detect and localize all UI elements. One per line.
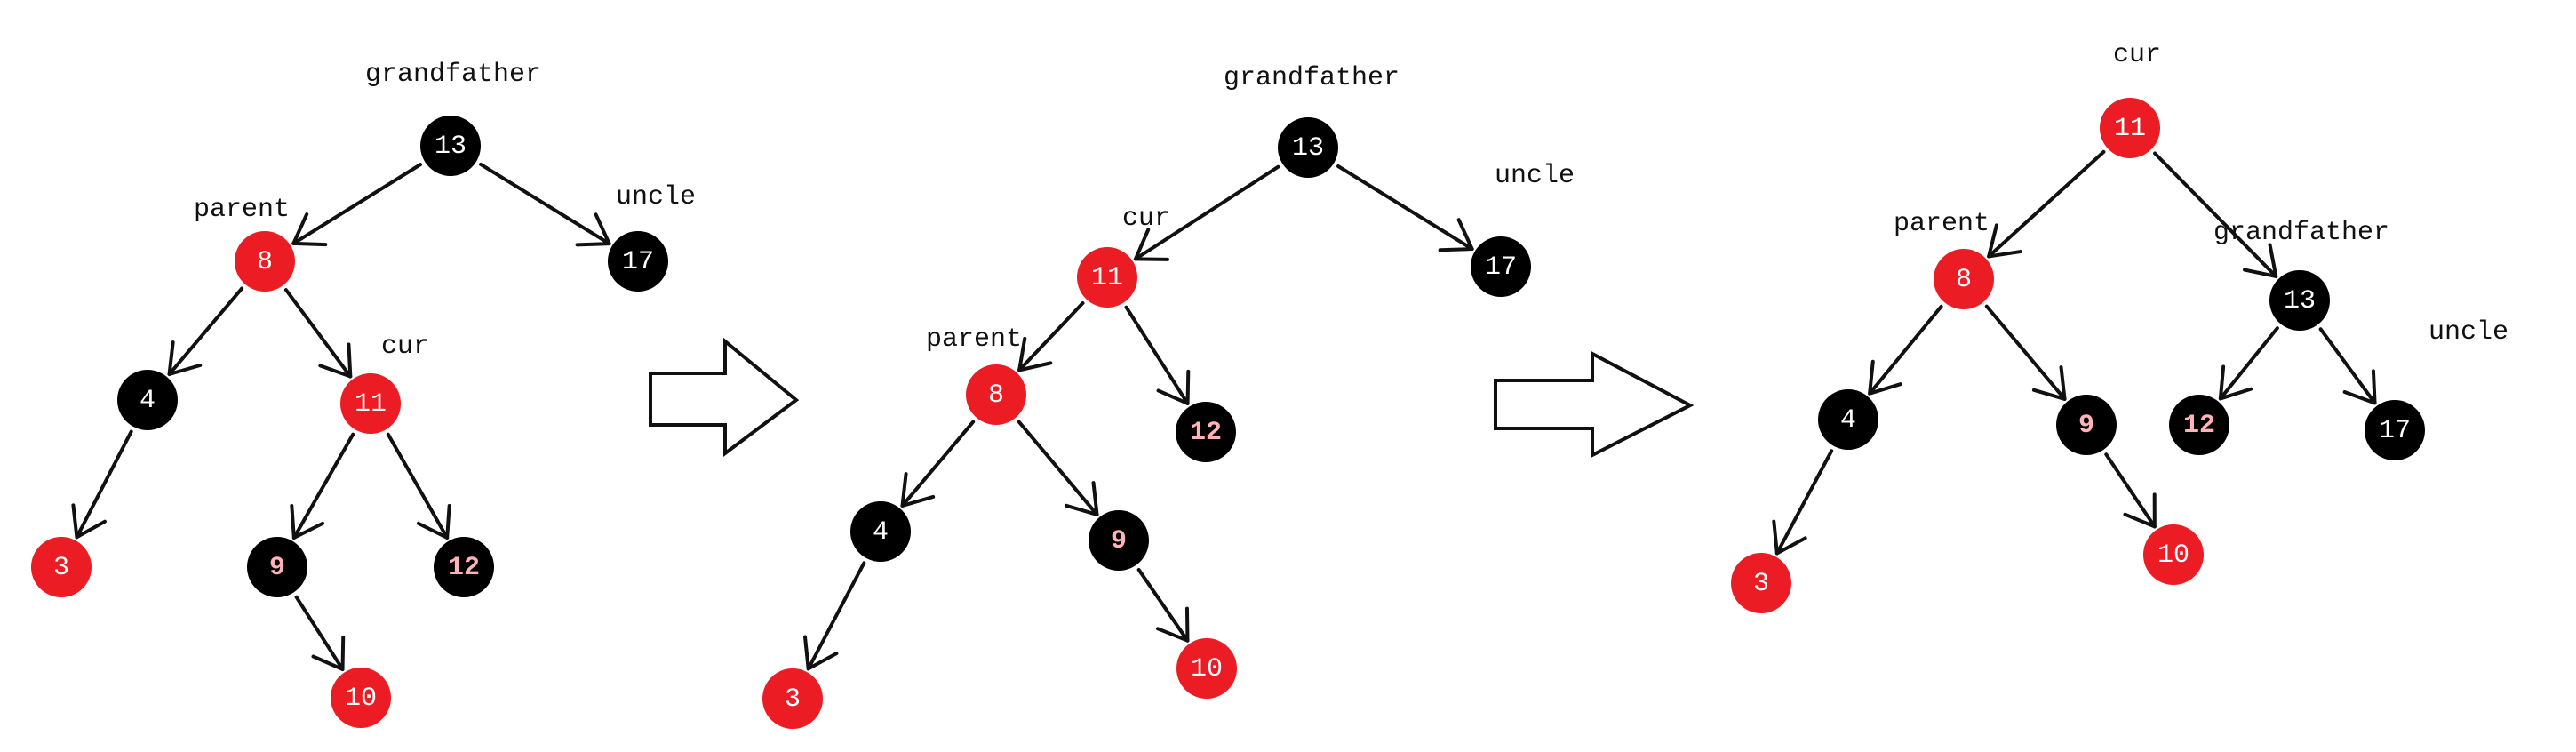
node-after-right-rotate-12: 12 [2169, 395, 2229, 455]
edge-after-right-rotate-n8-n4 [1868, 304, 1943, 396]
edge-after-right-rotate-n9-n10 [2104, 452, 2157, 529]
node-before-10: 10 [331, 668, 391, 728]
node-value: 17 [1485, 252, 1517, 283]
edge-before-n13-n17 [479, 162, 611, 247]
node-value: 9 [2078, 411, 2094, 441]
edge-after-right-rotate-n8-n9 [1984, 304, 2067, 401]
node-value: 3 [785, 684, 801, 715]
node-value: 11 [355, 389, 387, 420]
node-after-right-rotate-9: 9 [2056, 395, 2117, 455]
node-value: 13 [2284, 286, 2316, 316]
edge-before-n13-n8 [291, 163, 423, 247]
edge-after-left-rotate-n8-n4 [900, 420, 976, 508]
edge-before-n8-n11 [283, 288, 353, 379]
node-after-left-rotate-12: 12 [1176, 402, 1236, 462]
node-after-right-rotate-4: 4 [1818, 389, 1878, 450]
node-after-right-rotate-3: 3 [1731, 553, 1791, 613]
node-before-17: 17 [608, 231, 668, 292]
node-before-4: 4 [117, 370, 178, 430]
edge-after-left-rotate-n13-n17 [1336, 164, 1474, 252]
edge-after-left-rotate-n8-n9 [1017, 420, 1099, 516]
node-after-left-rotate-9: 9 [1089, 510, 1149, 571]
node-value: 12 [1190, 418, 1222, 448]
tree-stage-after-right-rotate: 11 8 13 4 9 12 17 3 10 [1731, 98, 2425, 613]
edge-after-left-rotate-n13-n11 [1133, 164, 1280, 261]
role-label-after-left-rotate-uncle: uncle [1495, 161, 1575, 191]
node-value: 4 [873, 517, 889, 548]
role-label-after-left-rotate-parent: parent [926, 324, 1022, 355]
node-after-right-rotate-11: 11 [2100, 98, 2160, 158]
node-before-8: 8 [235, 231, 295, 292]
node-value: 12 [448, 553, 480, 583]
role-label-after-right-rotate-uncle: uncle [2428, 317, 2508, 348]
node-after-right-rotate-13: 13 [2269, 270, 2330, 331]
edge-before-n11-n9 [290, 432, 355, 540]
role-label-after-left-rotate-grandfather: grandfather [1224, 63, 1400, 93]
node-after-right-rotate-10: 10 [2143, 524, 2204, 585]
node-value: 4 [1840, 405, 1856, 436]
edge-after-right-rotate-n11-n13 [2153, 151, 2278, 278]
node-after-left-rotate-10: 10 [1176, 638, 1237, 699]
role-label-before-grandfather: grandfather [365, 60, 541, 90]
node-before-11: 11 [340, 373, 401, 434]
edge-before-n11-n12 [386, 432, 451, 540]
node-value: 9 [1111, 526, 1127, 556]
node-value: 8 [988, 380, 1004, 411]
role-label-after-right-rotate-parent: parent [1894, 209, 1990, 239]
node-value: 13 [1292, 133, 1324, 164]
node-after-left-rotate-4: 4 [850, 501, 911, 562]
edge-before-n4-n3 [71, 429, 133, 540]
node-value: 17 [2379, 416, 2411, 446]
node-after-left-rotate-13: 13 [1278, 117, 1338, 178]
node-value: 10 [2157, 540, 2189, 571]
edge-before-n9-n10 [294, 595, 346, 671]
node-value: 4 [140, 386, 156, 416]
node-value: 3 [53, 553, 69, 583]
edge-after-left-rotate-n11-n8 [1017, 301, 1085, 372]
node-after-right-rotate-8: 8 [1934, 249, 1994, 309]
role-label-after-left-rotate-cur: cur [1122, 204, 1170, 234]
node-before-13: 13 [420, 116, 481, 176]
node-after-left-rotate-8: 8 [966, 364, 1026, 425]
node-after-right-rotate-17: 17 [2365, 400, 2425, 460]
node-before-9: 9 [247, 537, 307, 597]
edge-after-right-rotate-n11-n8 [1987, 149, 2106, 259]
edge-after-right-rotate-n13-n12 [2218, 326, 2279, 401]
node-before-3: 3 [31, 537, 92, 597]
node-before-12: 12 [434, 537, 494, 597]
edge-after-left-rotate-n4-n3 [802, 561, 866, 671]
role-label-before-uncle: uncle [616, 182, 696, 212]
role-label-before-parent: parent [194, 195, 290, 225]
node-value: 12 [2183, 411, 2215, 441]
transition-arrow-step-2 [1494, 350, 1695, 459]
node-value: 8 [257, 247, 273, 277]
transition-arrow-step-1 [649, 337, 800, 457]
edge-after-left-rotate-n9-n10 [1136, 567, 1190, 643]
role-label-before-cur: cur [381, 332, 429, 362]
node-value: 10 [1191, 654, 1223, 684]
node-value: 17 [622, 247, 654, 277]
node-value: 3 [1753, 569, 1769, 599]
node-value: 8 [1956, 265, 1972, 295]
edge-before-n8-n4 [167, 286, 244, 376]
node-after-left-rotate-17: 17 [1471, 236, 1531, 297]
role-label-after-right-rotate-cur: cur [2113, 40, 2161, 70]
tree-stage-before: 13 8 17 4 11 3 9 12 10 [31, 116, 668, 728]
edge-after-left-rotate-n11-n12 [1124, 305, 1191, 405]
node-value: 10 [345, 684, 377, 714]
node-value: 9 [269, 553, 285, 583]
node-value: 11 [1091, 263, 1123, 293]
node-value: 13 [435, 132, 467, 162]
role-label-after-right-rotate-grandfather: grandfather [2213, 218, 2389, 248]
edge-after-right-rotate-n4-n3 [1772, 449, 1834, 556]
node-after-left-rotate-11: 11 [1077, 247, 1137, 308]
node-after-left-rotate-3: 3 [762, 668, 823, 729]
tree-stage-after-left-rotate: 13 11 17 8 12 4 9 3 10 [762, 117, 1531, 729]
edge-after-right-rotate-n13-n17 [2318, 327, 2377, 405]
node-value: 11 [2114, 114, 2146, 144]
